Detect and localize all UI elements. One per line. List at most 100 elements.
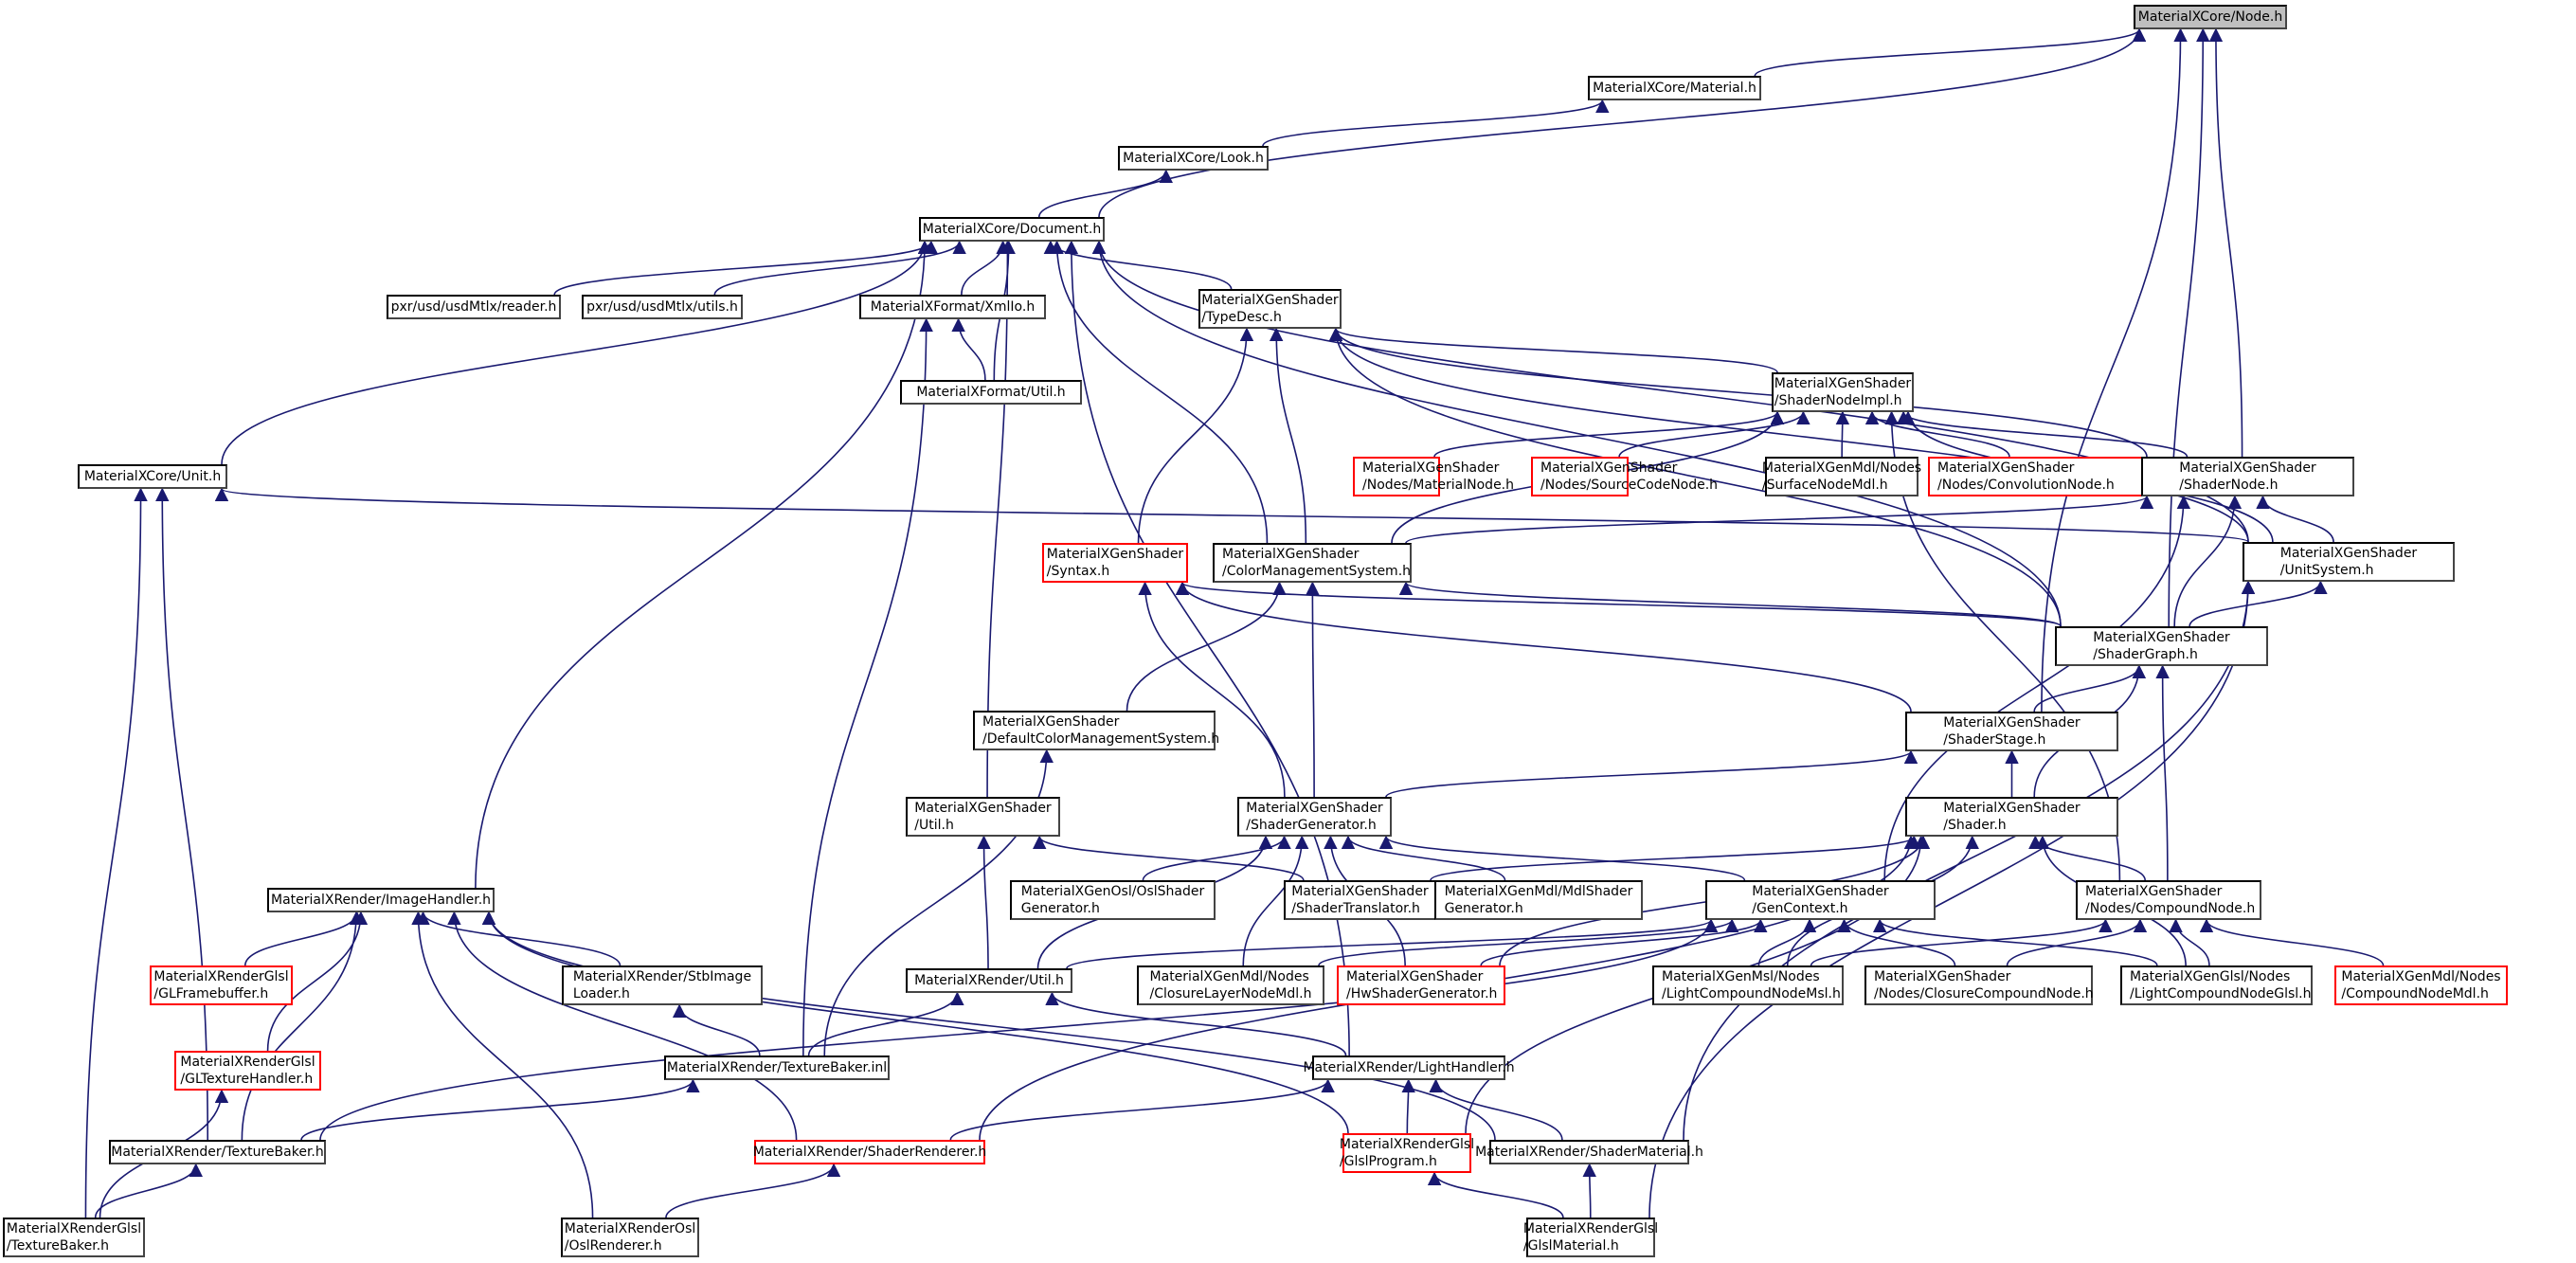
edge-unitsystem_h-to-shadernode_h [2256, 495, 2334, 543]
node-closurecompoundnode-h[interactable]: MaterialXGenShader /Nodes/ClosureCompoun… [1864, 965, 2094, 1005]
node-usdmtlx-reader-h[interactable]: pxr/usd/usdMtlx/reader.h [387, 295, 561, 319]
edge-closurelayernodemdl_h-to-shadergenerator_h [1242, 835, 1309, 966]
node-label: MaterialXGenShader /ShaderGenerator.h [1246, 801, 1383, 833]
node-shaderstage-h[interactable]: MaterialXGenShader /ShaderStage.h [1905, 712, 2118, 751]
node-shadernodeimpl-h[interactable]: MaterialXGenShader /ShaderNodeImpl.h [1772, 372, 1914, 412]
node-stbimageloader-h[interactable]: MaterialXRender/StbImage Loader.h [562, 965, 763, 1005]
node-label: MaterialXRender/ShaderMaterial.h [1475, 1145, 1703, 1160]
node-glsl-texturebaker-h[interactable]: MaterialXRenderGlsl /TextureBaker.h [3, 1218, 145, 1257]
edge-cms_h-to-shadernode_h [1405, 495, 2153, 544]
node-lightcompoundnodemsl-h[interactable]: MaterialXGenMsl/Nodes /LightCompoundNode… [1652, 965, 1844, 1005]
node-label: MaterialXCore/Unit.h [83, 469, 222, 484]
node-imagehandler-h[interactable]: MaterialXRender/ImageHandler.h [267, 888, 495, 912]
node-convolutionnode-h[interactable]: MaterialXGenShader /Nodes/ConvolutionNod… [1928, 457, 2150, 496]
node-label: MaterialXGenOsl/OslShader Generator.h [1020, 884, 1205, 916]
edge-glslprogram_h-to-imagehandler_h [481, 911, 1349, 1134]
node-sourcecodenode-h[interactable]: MaterialXGenShader /Nodes/SourceCodeNode… [1531, 457, 1718, 496]
edge-unitsystem_h-to-document_h [1091, 240, 2249, 543]
node-lighthandler-h[interactable]: MaterialXRender/LightHandler.h [1303, 1056, 1515, 1080]
edge-mdlshadergen_h-to-shadergenerator_h [1341, 835, 1506, 881]
edge-shadergraph_h-to-unitsystem_h [2189, 580, 2328, 627]
edge-texturebaker_h-to-texturebaker_inl [300, 1078, 700, 1141]
node-label: MaterialXGenMsl/Nodes /LightCompoundNode… [1662, 969, 1841, 1001]
edge-texturebaker_h-to-gencontext_h [319, 918, 1719, 1141]
node-glslmaterial-h[interactable]: MaterialXRenderGlsl /GlslMaterial.h [1523, 1218, 1658, 1257]
node-node-h: MaterialXCore/Node.h [2134, 5, 2287, 29]
edge-closurecompound_h-to-compoundnode_h [2006, 918, 2148, 966]
node-oslrenderer-h[interactable]: MaterialXRenderOsl /OslRenderer.h [561, 1218, 699, 1257]
node-shadertranslator-h[interactable]: MaterialXGenShader /ShaderTranslator.h [1284, 880, 1436, 920]
node-unit-h[interactable]: MaterialXCore/Unit.h [78, 464, 227, 489]
node-document-h[interactable]: MaterialXCore/Document.h [919, 217, 1105, 242]
edge-lightcompoundglsl_h-to-gencontext_h [1873, 918, 2158, 966]
node-shadergenerator-h[interactable]: MaterialXGenShader /ShaderGenerator.h [1237, 797, 1392, 837]
node-glslprogram-h[interactable]: MaterialXRenderGlsl /GlslProgram.h [1340, 1133, 1474, 1173]
node-typedesc-h[interactable]: MaterialXGenShader /TypeDesc.h [1198, 289, 1342, 329]
edge-unit_h-to-document_h [221, 240, 932, 465]
node-shader-h[interactable]: MaterialXGenShader /Shader.h [1905, 797, 2118, 837]
node-shadernode-h[interactable]: MaterialXGenShader /ShaderNode.h [2141, 457, 2354, 496]
node-gencontext-h[interactable]: MaterialXGenShader /GenContext.h [1705, 880, 1936, 920]
node-render-util-h[interactable]: MaterialXRender/Util.h [906, 968, 1072, 993]
node-shadergraph-h[interactable]: MaterialXGenShader /ShaderGraph.h [2055, 626, 2268, 666]
node-defaultcolormanagementsystem-h[interactable]: MaterialXGenShader /DefaultColorManageme… [973, 711, 1219, 750]
edge-compoundnode_h-to-shadernodeimpl_h [1884, 410, 2121, 881]
node-format-util-h[interactable]: MaterialXFormat/Util.h [900, 380, 1082, 405]
node-surfacenodemdl-h[interactable]: MaterialXGenMdl/Nodes /SurfaceNodeMdl.h [1762, 457, 1921, 496]
edge-glslmaterial_h-to-unitsystem_h [1648, 580, 2256, 1218]
node-material-h[interactable]: MaterialXCore/Material.h [1588, 76, 1761, 100]
node-shaderrenderer-h[interactable]: MaterialXRender/ShaderRenderer.h [753, 1140, 986, 1164]
node-mdlshadergenerator-h[interactable]: MaterialXGenMdl/MdlShader Generator.h [1434, 880, 1643, 920]
node-label: MaterialXRender/TextureBaker.inl [666, 1060, 888, 1075]
edge-gencontext_h-to-shadernode_h [1883, 495, 2191, 881]
node-closurelayernodemdl-h[interactable]: MaterialXGenMdl/Nodes /ClosureLayerNodeM… [1137, 965, 1324, 1005]
node-texturebaker-h[interactable]: MaterialXRender/TextureBaker.h [109, 1140, 326, 1164]
node-texturebaker-inl[interactable]: MaterialXRender/TextureBaker.inl [664, 1056, 890, 1080]
node-label: pxr/usd/usdMtlx/utils.h [586, 299, 738, 315]
node-glframebuffer-h[interactable]: MaterialXRenderGlsl /GLFramebuffer.h [150, 965, 293, 1005]
edge-cms_h-to-document_h [1050, 240, 1269, 544]
node-compoundnode-h[interactable]: MaterialXGenShader /Nodes/CompoundNode.h [2076, 880, 2261, 920]
node-label: MaterialXRender/ImageHandler.h [270, 893, 492, 908]
node-label: MaterialXRender/LightHandler.h [1303, 1060, 1515, 1075]
edge-look_h-to-material_h [1262, 99, 1610, 147]
edge-lighthandler_h-to-document_h [1064, 240, 1350, 1056]
edge-shadernode_h-to-typedesc_h [1328, 327, 2148, 458]
node-gltexturehandler-h[interactable]: MaterialXRenderGlsl /GLTextureHandler.h [174, 1051, 321, 1091]
node-label: MaterialXCore/Look.h [1123, 151, 1264, 166]
edge-oslshadergen_h-to-shadergenerator_h [1142, 835, 1291, 881]
node-compoundnodemdl-h[interactable]: MaterialXGenMdl/Nodes /CompoundNodeMdl.h [2334, 965, 2508, 1005]
node-label: MaterialXGenShader /Nodes/SourceCodeNode… [1540, 460, 1719, 493]
node-colormanagementsystem-h[interactable]: MaterialXGenShader /ColorManagementSyste… [1213, 543, 1412, 583]
node-oslshadergenerator-h[interactable]: MaterialXGenOsl/OslShader Generator.h [1010, 880, 1216, 920]
edge-oslrenderer_h-to-imagehandler_h [411, 911, 594, 1218]
edge-glslmaterial_h-to-shadermaterial_h [1582, 1163, 1596, 1218]
node-xmlio-h[interactable]: MaterialXFormat/XmlIo.h [859, 295, 1046, 319]
node-shadermaterial-h[interactable]: MaterialXRender/ShaderMaterial.h [1475, 1140, 1703, 1164]
node-lightcompoundnodeglsl-h[interactable]: MaterialXGenGlsl/Nodes /LightCompoundNod… [2120, 965, 2313, 1005]
node-label: MaterialXGenShader /Shader.h [1943, 801, 2081, 833]
node-look-h[interactable]: MaterialXCore/Look.h [1118, 146, 1269, 171]
edge-document_h-to-node_h [1098, 27, 2147, 218]
node-genshader-util-h[interactable]: MaterialXGenShader /Util.h [906, 797, 1060, 837]
edge-shadernode_h-to-node_h [2208, 27, 2243, 458]
edge-texturebaker_h-to-imagehandler_h [241, 911, 364, 1141]
node-unitsystem-h[interactable]: MaterialXGenShader /UnitSystem.h [2243, 542, 2455, 582]
edge-shaderstage_h-to-syntax_h [1175, 581, 1912, 713]
node-label: MaterialXGenShader /TypeDesc.h [1201, 293, 1339, 325]
edge-renderutil_h-to-genutil_h [977, 835, 991, 969]
node-materialnode-h[interactable]: MaterialXGenShader /Nodes/MaterialNode.h [1353, 457, 1514, 496]
node-label: MaterialXGenShader /ShaderStage.h [1943, 715, 2081, 748]
node-syntax-h[interactable]: MaterialXGenShader /Syntax.h [1042, 543, 1188, 583]
node-hwshadergenerator-h[interactable]: MaterialXGenShader /HwShaderGenerator.h [1337, 965, 1505, 1005]
edge-oslrenderer_h-to-shaderrenderer_h [665, 1163, 841, 1218]
node-label: MaterialXGenShader /ShaderNodeImpl.h [1774, 376, 1912, 408]
edge-gencontext_h-to-shadergenerator_h [1379, 835, 1746, 881]
edge-lightcompoundglsl_h-to-compoundnode_h [2169, 918, 2210, 966]
edge-glsltexturebaker_h-to-texturebaker_h [94, 1163, 203, 1218]
node-label: MaterialXGenMdl/Nodes /ClosureLayerNodeM… [1149, 969, 1312, 1001]
node-usdmtlx-utils-h[interactable]: pxr/usd/usdMtlx/utils.h [582, 295, 743, 319]
edge-hwshadergen_h-to-gencontext_h [1480, 918, 1768, 966]
node-label: MaterialXGenShader /ColorManagementSyste… [1222, 547, 1412, 579]
